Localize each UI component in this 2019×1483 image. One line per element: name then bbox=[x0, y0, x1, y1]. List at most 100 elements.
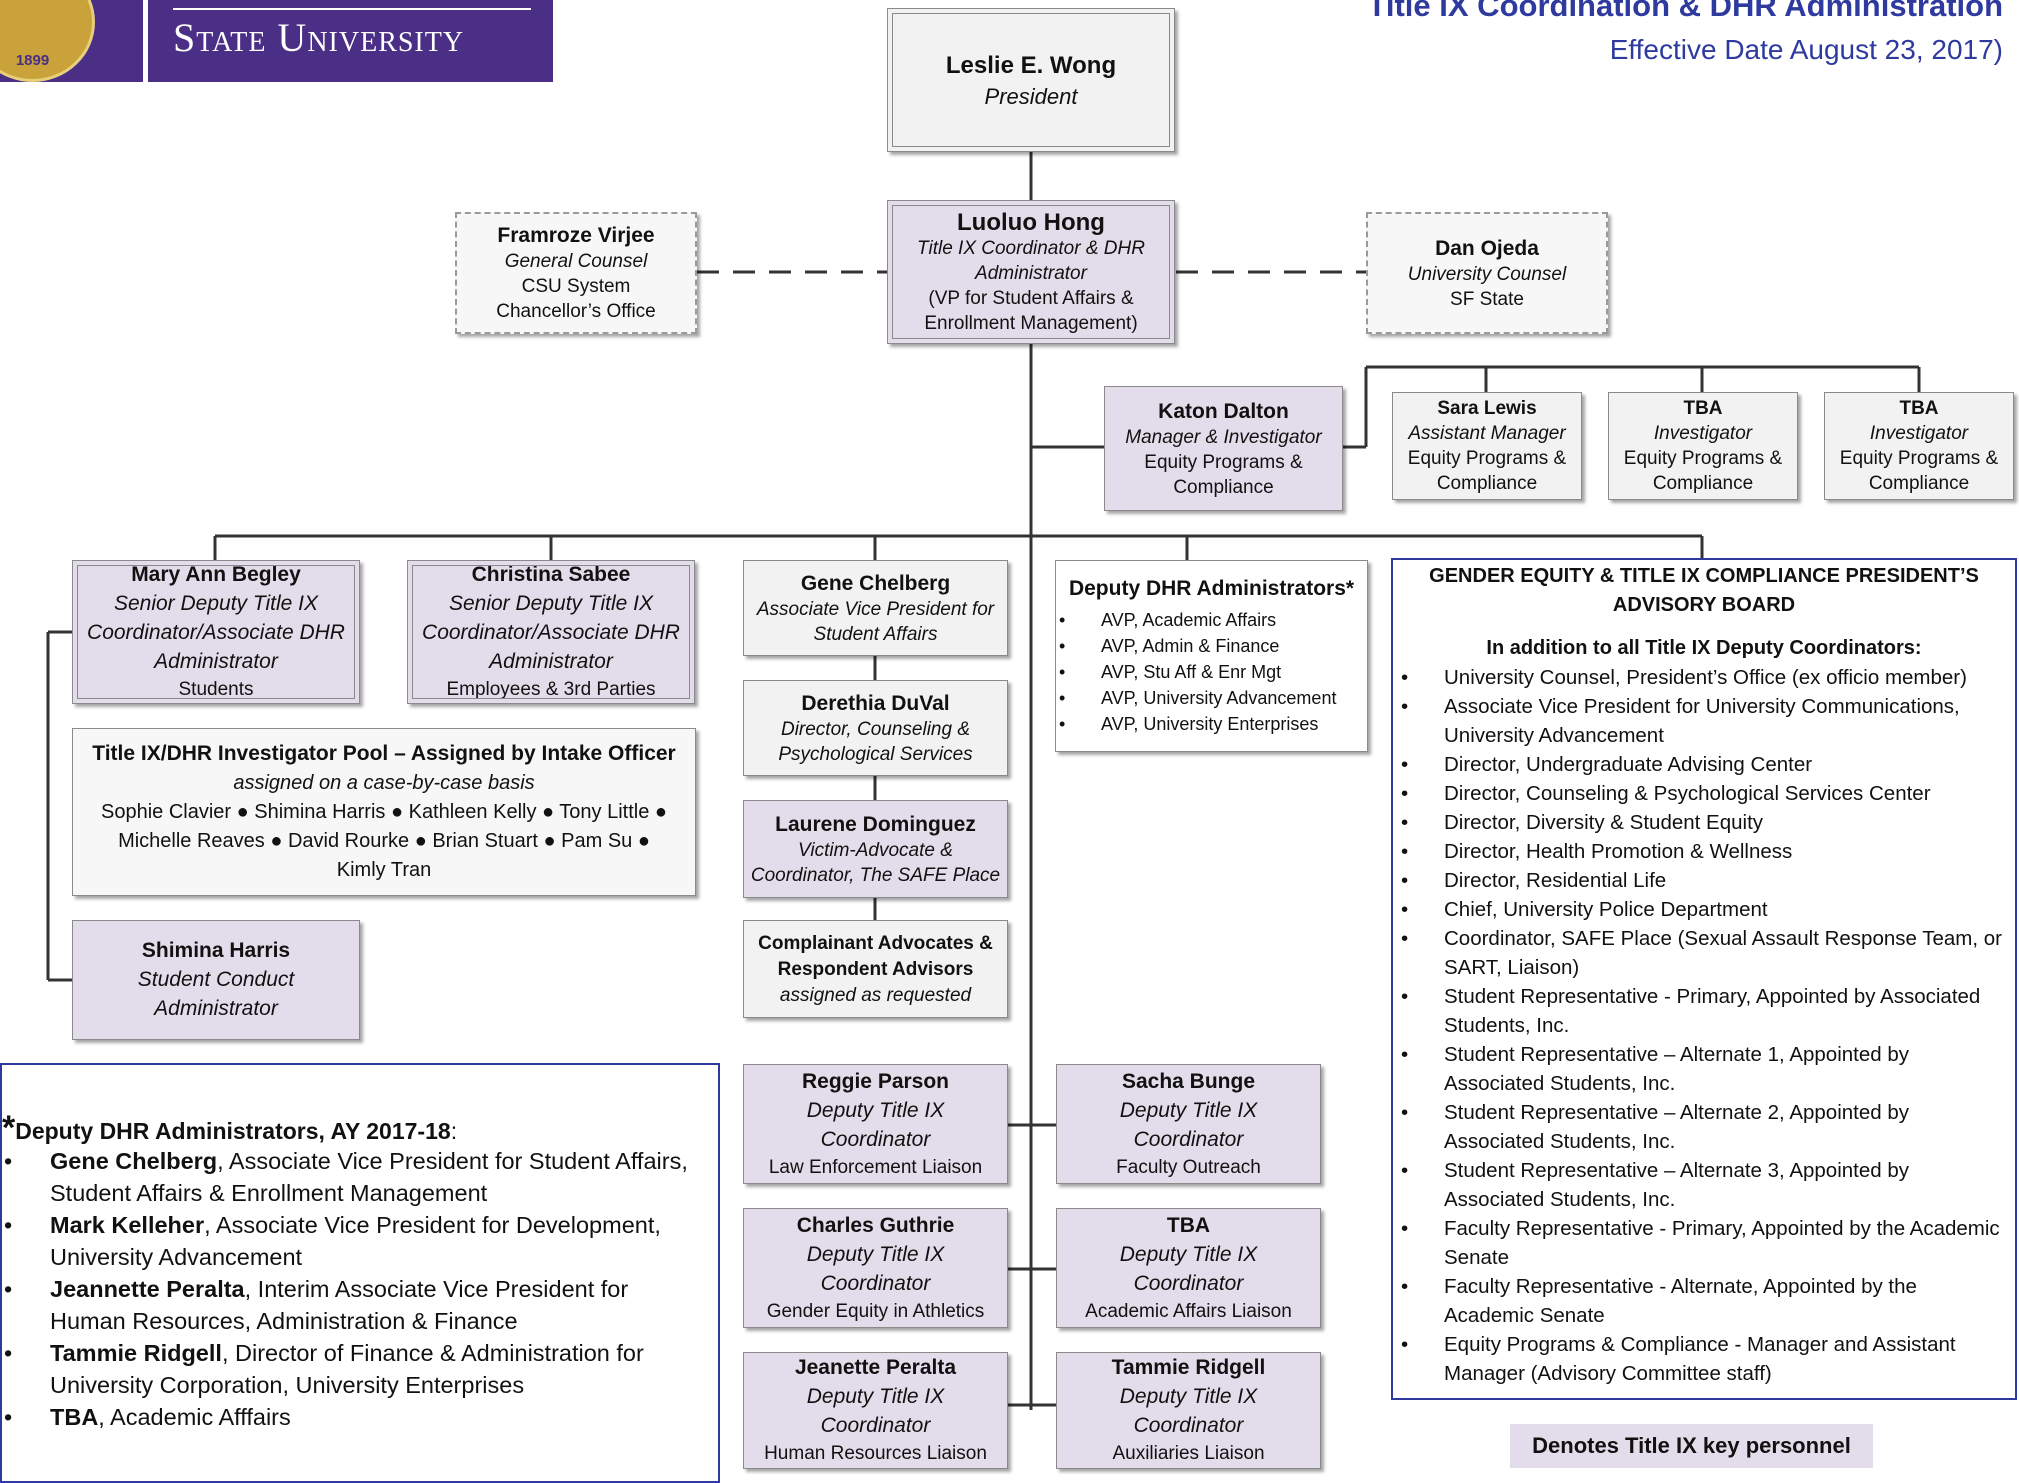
deputy-dhr-administrators-box: Deputy DHR Administrators* AVP, Academic… bbox=[1055, 560, 1368, 752]
list-item: Faculty Representative - Primary, Appoin… bbox=[1401, 1214, 2009, 1272]
logo-divider bbox=[143, 0, 148, 82]
note-title: *Deputy DHR Administrators, AY 2017-18: bbox=[2, 1109, 457, 1148]
logo-rule bbox=[173, 8, 531, 10]
deputy-liaison: Faculty Outreach bbox=[1116, 1156, 1261, 1178]
sara-lewis-title: Assistant Manager bbox=[1408, 423, 1566, 444]
laurene-dominguez-box: Laurene Dominguez Victim-Advocate & Coor… bbox=[743, 800, 1008, 898]
list-item: University Counsel, President’s Office (… bbox=[1401, 663, 2009, 692]
general-counsel-name: Framroze Virjee bbox=[497, 224, 655, 247]
gene-chelberg-box: Gene Chelberg Associate Vice President f… bbox=[743, 560, 1008, 656]
deputy-title-1: Deputy Title IX bbox=[806, 1242, 945, 1266]
investigator-pool-box: Title IX/DHR Investigator Pool – Assigne… bbox=[72, 728, 696, 896]
katon-dalton-dept-1: Equity Programs & bbox=[1144, 451, 1303, 473]
deputy-title-2: Coordinator bbox=[820, 1127, 931, 1151]
list-item: Gene Chelberg, Associate Vice President … bbox=[4, 1145, 710, 1209]
advisory-board-box: GENDER EQUITY & TITLE IX COMPLIANCE PRES… bbox=[1391, 558, 2017, 1400]
note-list: Gene Chelberg, Associate Vice President … bbox=[2, 1145, 710, 1433]
president-title: President bbox=[984, 83, 1078, 109]
deputy-title-2: Coordinator bbox=[1133, 1127, 1244, 1151]
tba-investigator-1-dept-1: Equity Programs & bbox=[1623, 448, 1783, 469]
note-item-role: , Associate Vice President for Developme… bbox=[50, 1212, 661, 1270]
list-item: Director, Undergraduate Advising Center bbox=[1401, 750, 2009, 779]
list-item: Director, Residential Life bbox=[1401, 866, 2009, 895]
sabee-title-3: Administrator bbox=[489, 650, 613, 673]
university-counsel-org: SF State bbox=[1450, 288, 1524, 310]
advocates-title-1: Complainant Advocates & bbox=[758, 932, 993, 954]
tba-investigator-2-title: Investigator bbox=[1869, 423, 1969, 444]
deputy-name: Reggie Parson bbox=[801, 1069, 950, 1093]
list-item: AVP, Academic Affairs bbox=[1059, 607, 1367, 633]
list-item: Student Representative – Alternate 3, Ap… bbox=[1401, 1156, 2009, 1214]
note-title-colon: : bbox=[450, 1118, 458, 1144]
chelberg-title-2: Student Affairs bbox=[813, 623, 938, 645]
deputy-dhr-note-box: *Deputy DHR Administrators, AY 2017-18: … bbox=[0, 1063, 720, 1483]
deputy-title-1: Deputy Title IX bbox=[1119, 1098, 1258, 1122]
university-seal: 1899 bbox=[0, 0, 95, 82]
deputy-title-1: Deputy Title IX bbox=[806, 1385, 945, 1408]
derethia-duval-box: Derethia DuVal Director, Counseling & Ps… bbox=[743, 680, 1008, 776]
begley-title-1: Senior Deputy Title IX bbox=[113, 592, 319, 615]
list-item: Jeannette Peralta, Interim Associate Vic… bbox=[4, 1273, 710, 1337]
deputy-name: Charles Guthrie bbox=[796, 1213, 955, 1237]
deputy-title-2: Coordinator bbox=[1133, 1271, 1244, 1295]
note-item-role: , Academic Afffairs bbox=[98, 1404, 291, 1430]
list-item: AVP, Admin & Finance bbox=[1059, 633, 1367, 659]
deputy-box-charles-guthrie: Charles Guthrie Deputy Title IX Coordina… bbox=[743, 1208, 1008, 1328]
tba-investigator-2-dept-2: Compliance bbox=[1868, 473, 1970, 494]
sara-lewis-name: Sara Lewis bbox=[1437, 398, 1537, 419]
list-item: Director, Counseling & Psychological Ser… bbox=[1401, 779, 2009, 808]
list-item: Equity Programs & Compliance - Manager a… bbox=[1401, 1330, 2009, 1388]
tba-investigator-2-dept-1: Equity Programs & bbox=[1839, 448, 1999, 469]
tba-investigator-2-name: TBA bbox=[1899, 398, 1939, 419]
sabee-title-2: Coordinator/Associate DHR bbox=[422, 621, 680, 644]
note-item-name: Gene Chelberg bbox=[50, 1148, 218, 1174]
dominguez-title-2: Coordinator, The SAFE Place bbox=[750, 864, 1001, 886]
katon-dalton-title: Manager & Investigator bbox=[1125, 426, 1322, 448]
deputy-name: Tammie Ridgell bbox=[1111, 1356, 1266, 1379]
list-item: AVP, Stu Aff & Enr Mgt bbox=[1059, 659, 1367, 685]
list-item: Tammie Ridgell, Director of Finance & Ad… bbox=[4, 1337, 710, 1401]
deputy-title-1: Deputy Title IX bbox=[806, 1098, 945, 1122]
list-item: TBA, Academic Afffairs bbox=[4, 1401, 710, 1433]
katon-dalton-name: Katon Dalton bbox=[1158, 399, 1289, 423]
list-item: Associate Vice President for University … bbox=[1401, 692, 2009, 750]
general-counsel-box: Framroze Virjee General Counsel CSU Syst… bbox=[455, 212, 697, 334]
deputy-box-reggie-parson: Reggie Parson Deputy Title IX Coordinato… bbox=[743, 1064, 1008, 1184]
list-item: Student Representative - Primary, Appoin… bbox=[1401, 982, 2009, 1040]
coordinator-title-3: (VP for Student Affairs & bbox=[928, 287, 1134, 309]
deputy-title-1: Deputy Title IX bbox=[1119, 1242, 1258, 1266]
deputy-name: TBA bbox=[1166, 1213, 1211, 1237]
president-box: Leslie E. Wong President bbox=[887, 8, 1175, 152]
key-personnel-legend: Denotes Title IX key personnel bbox=[1510, 1424, 1873, 1468]
deputy-dhr-title: Deputy DHR Administrators* bbox=[1068, 577, 1355, 600]
advocates-note: assigned as requested bbox=[779, 984, 972, 1006]
harris-name: Shimina Harris bbox=[141, 939, 291, 962]
deputy-title-1: Deputy Title IX bbox=[1119, 1385, 1258, 1408]
deputy-box-sacha-bunge: Sacha Bunge Deputy Title IX Coordinator … bbox=[1056, 1064, 1321, 1184]
note-item-name: Tammie Ridgell bbox=[50, 1340, 222, 1366]
note-item-role: , Associate Vice President for Student A… bbox=[50, 1148, 688, 1206]
list-item: Chief, University Police Department bbox=[1401, 895, 2009, 924]
general-counsel-title: General Counsel bbox=[504, 251, 648, 272]
sara-lewis-dept-2: Compliance bbox=[1436, 473, 1538, 494]
begley-name: Mary Ann Begley bbox=[131, 563, 301, 586]
list-item: Faculty Representative - Alternate, Appo… bbox=[1401, 1272, 2009, 1330]
chart-title: Title IX Coordination & DHR Administrati… bbox=[1367, 0, 2004, 23]
list-item: Student Representative – Alternate 1, Ap… bbox=[1401, 1040, 2009, 1098]
pool-names-3: Kimly Tran bbox=[336, 859, 432, 881]
deputy-title-2: Coordinator bbox=[1133, 1414, 1244, 1437]
list-item: Mark Kelleher, Associate Vice President … bbox=[4, 1209, 710, 1273]
deputy-name: Jeanette Peralta bbox=[794, 1356, 957, 1379]
advocates-title-2: Respondent Advisors bbox=[777, 958, 974, 980]
duval-title-2: Psychological Services bbox=[778, 743, 973, 765]
board-title-2: ADVISORY BOARD bbox=[1612, 594, 1796, 616]
begley-title-2: Coordinator/Associate DHR bbox=[87, 621, 345, 644]
board-list: University Counsel, President’s Office (… bbox=[1399, 663, 2009, 1388]
effective-date: Effective Date August 23, 2017) bbox=[1609, 34, 2003, 65]
list-item: Director, Diversity & Student Equity bbox=[1401, 808, 2009, 837]
deputy-name: Sacha Bunge bbox=[1121, 1069, 1256, 1093]
university-logo: 1899 State University bbox=[0, 0, 553, 82]
pool-title: Title IX/DHR Investigator Pool – Assigne… bbox=[92, 742, 676, 765]
deputy-liaison: Auxiliaries Liaison bbox=[1112, 1443, 1265, 1464]
